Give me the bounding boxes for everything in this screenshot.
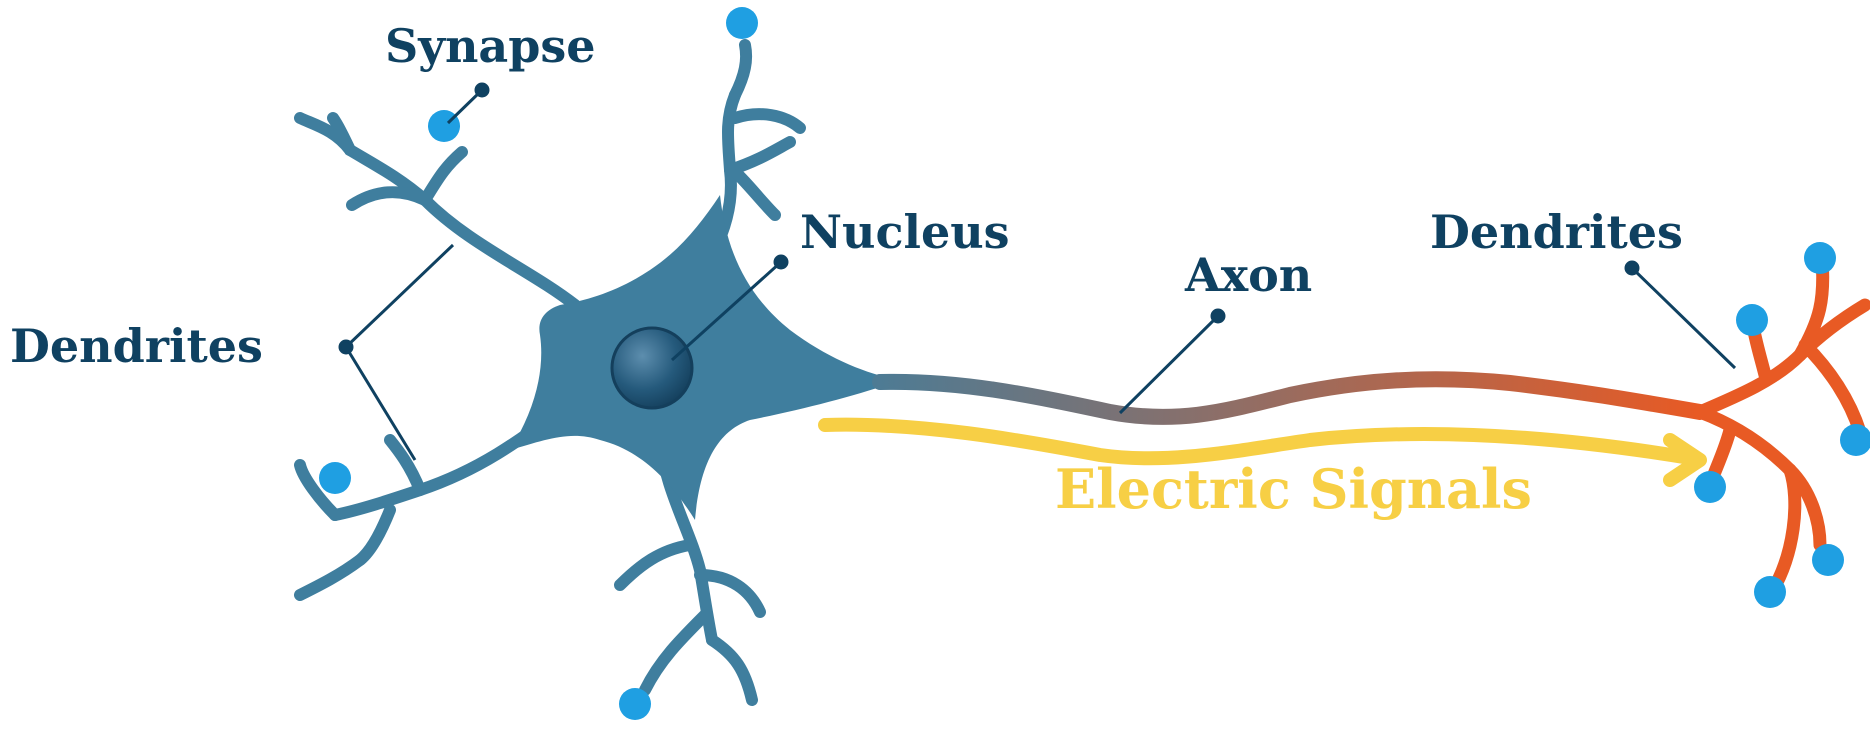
axon xyxy=(880,379,1700,417)
terminal-dot xyxy=(726,7,758,39)
terminal-dot xyxy=(619,688,651,720)
axon-terminal-branches xyxy=(1700,258,1865,595)
terminal-dot xyxy=(1804,242,1836,274)
terminal-dot xyxy=(319,462,351,494)
nucleus xyxy=(612,328,692,408)
dendrites-label-right: Dendrites xyxy=(1430,205,1683,259)
axon-label: Axon xyxy=(1184,248,1312,302)
nucleus-label: Nucleus xyxy=(800,205,1010,259)
terminal-dot xyxy=(1754,576,1786,608)
dendrites-label-left: Dendrites xyxy=(10,319,263,373)
terminal-dot xyxy=(1840,424,1870,456)
synapse-label: Synapse xyxy=(385,19,596,73)
terminal-dot xyxy=(1736,304,1768,336)
electric-signals-label: Electric Signals xyxy=(1055,457,1532,521)
terminal-dot xyxy=(1812,544,1844,576)
terminal-dot xyxy=(1694,471,1726,503)
